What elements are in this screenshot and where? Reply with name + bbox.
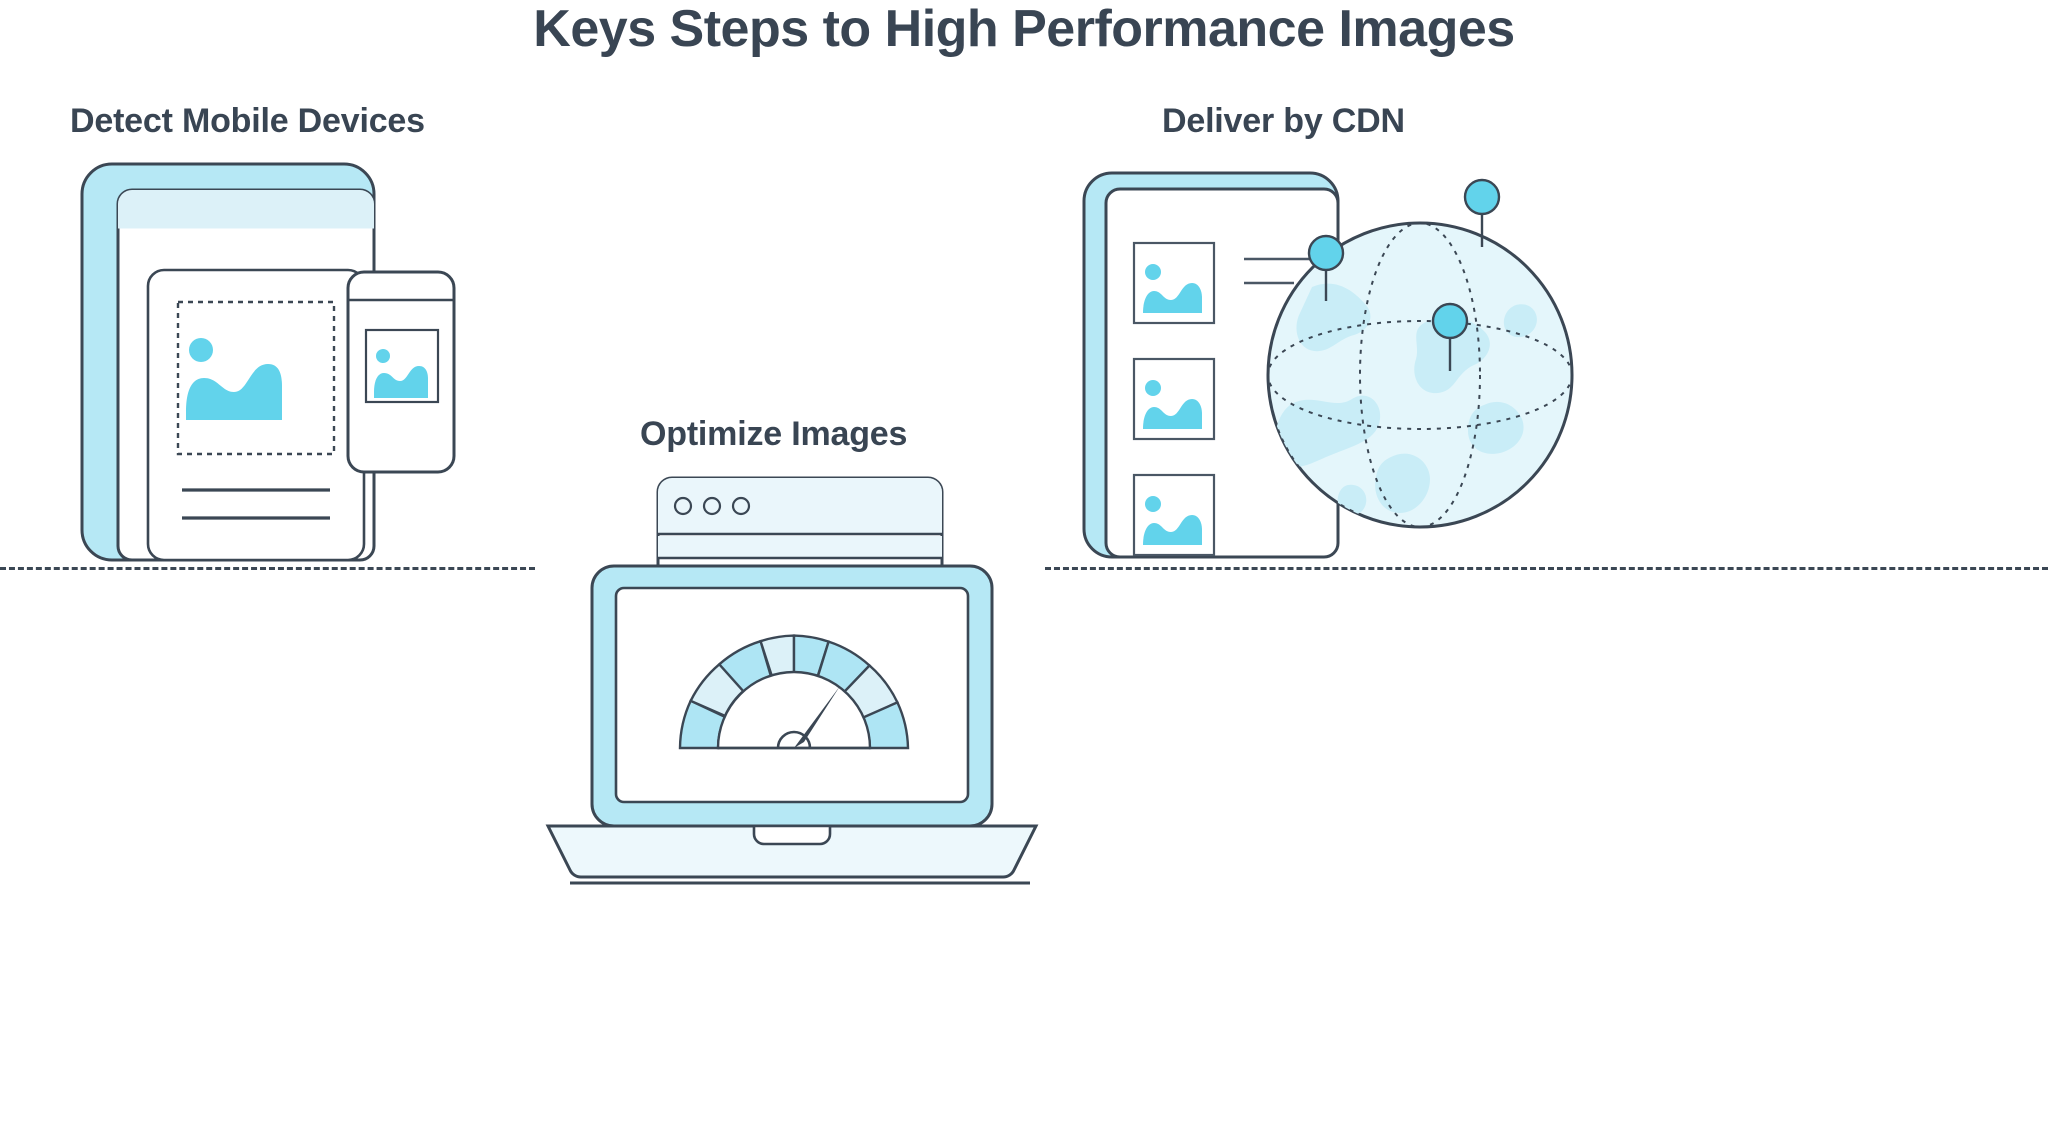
step-heading-cdn: Deliver by CDN <box>1162 102 1405 140</box>
page-title: Keys Steps to High Performance Images <box>533 0 1515 58</box>
globe-icon <box>1266 178 1574 529</box>
step-heading-detect: Detect Mobile Devices <box>70 102 425 140</box>
globe-meridians <box>1267 222 1573 528</box>
optimize-images-illustration <box>540 470 1060 1139</box>
gauge-needle <box>794 686 840 748</box>
mountain-photo-icon <box>374 349 428 398</box>
tablet-device <box>80 162 376 562</box>
step-heading-optimize: Optimize Images <box>640 415 908 453</box>
cdn-thumbnail-3 <box>1132 473 1216 557</box>
deliver-by-cdn-illustration <box>1080 155 1600 575</box>
mountain-photo-icon <box>186 338 282 420</box>
cdn-thumbnail-1 <box>1132 241 1216 325</box>
phone-device <box>346 270 456 474</box>
cdn-pin-2 <box>1463 178 1501 247</box>
dotted-image-placeholder <box>176 300 336 456</box>
laptop-device <box>545 564 1039 885</box>
browser-toolbar <box>658 536 942 558</box>
cdn-pin-3 <box>1431 302 1469 371</box>
gauge-hub <box>776 730 812 749</box>
connector-line-right <box>1045 567 2048 570</box>
globe-continents <box>1275 283 1537 516</box>
tablet-status-bar <box>118 190 374 228</box>
window-maximize-icon <box>731 496 751 516</box>
window-close-icon <box>673 496 693 516</box>
speedometer-gauge <box>678 634 910 750</box>
window-minimize-icon <box>702 496 722 516</box>
tablet-content-card <box>146 268 366 562</box>
laptop-trackpad-notch <box>752 824 832 846</box>
cdn-thumbnail-2 <box>1132 357 1216 441</box>
browser-title-bar <box>658 478 942 534</box>
detect-mobile-devices-illustration <box>78 160 478 570</box>
cdn-tablet-device <box>1082 171 1340 559</box>
connector-line-left <box>0 567 535 570</box>
laptop-base <box>545 824 1039 879</box>
cdn-pin-1 <box>1307 234 1345 301</box>
